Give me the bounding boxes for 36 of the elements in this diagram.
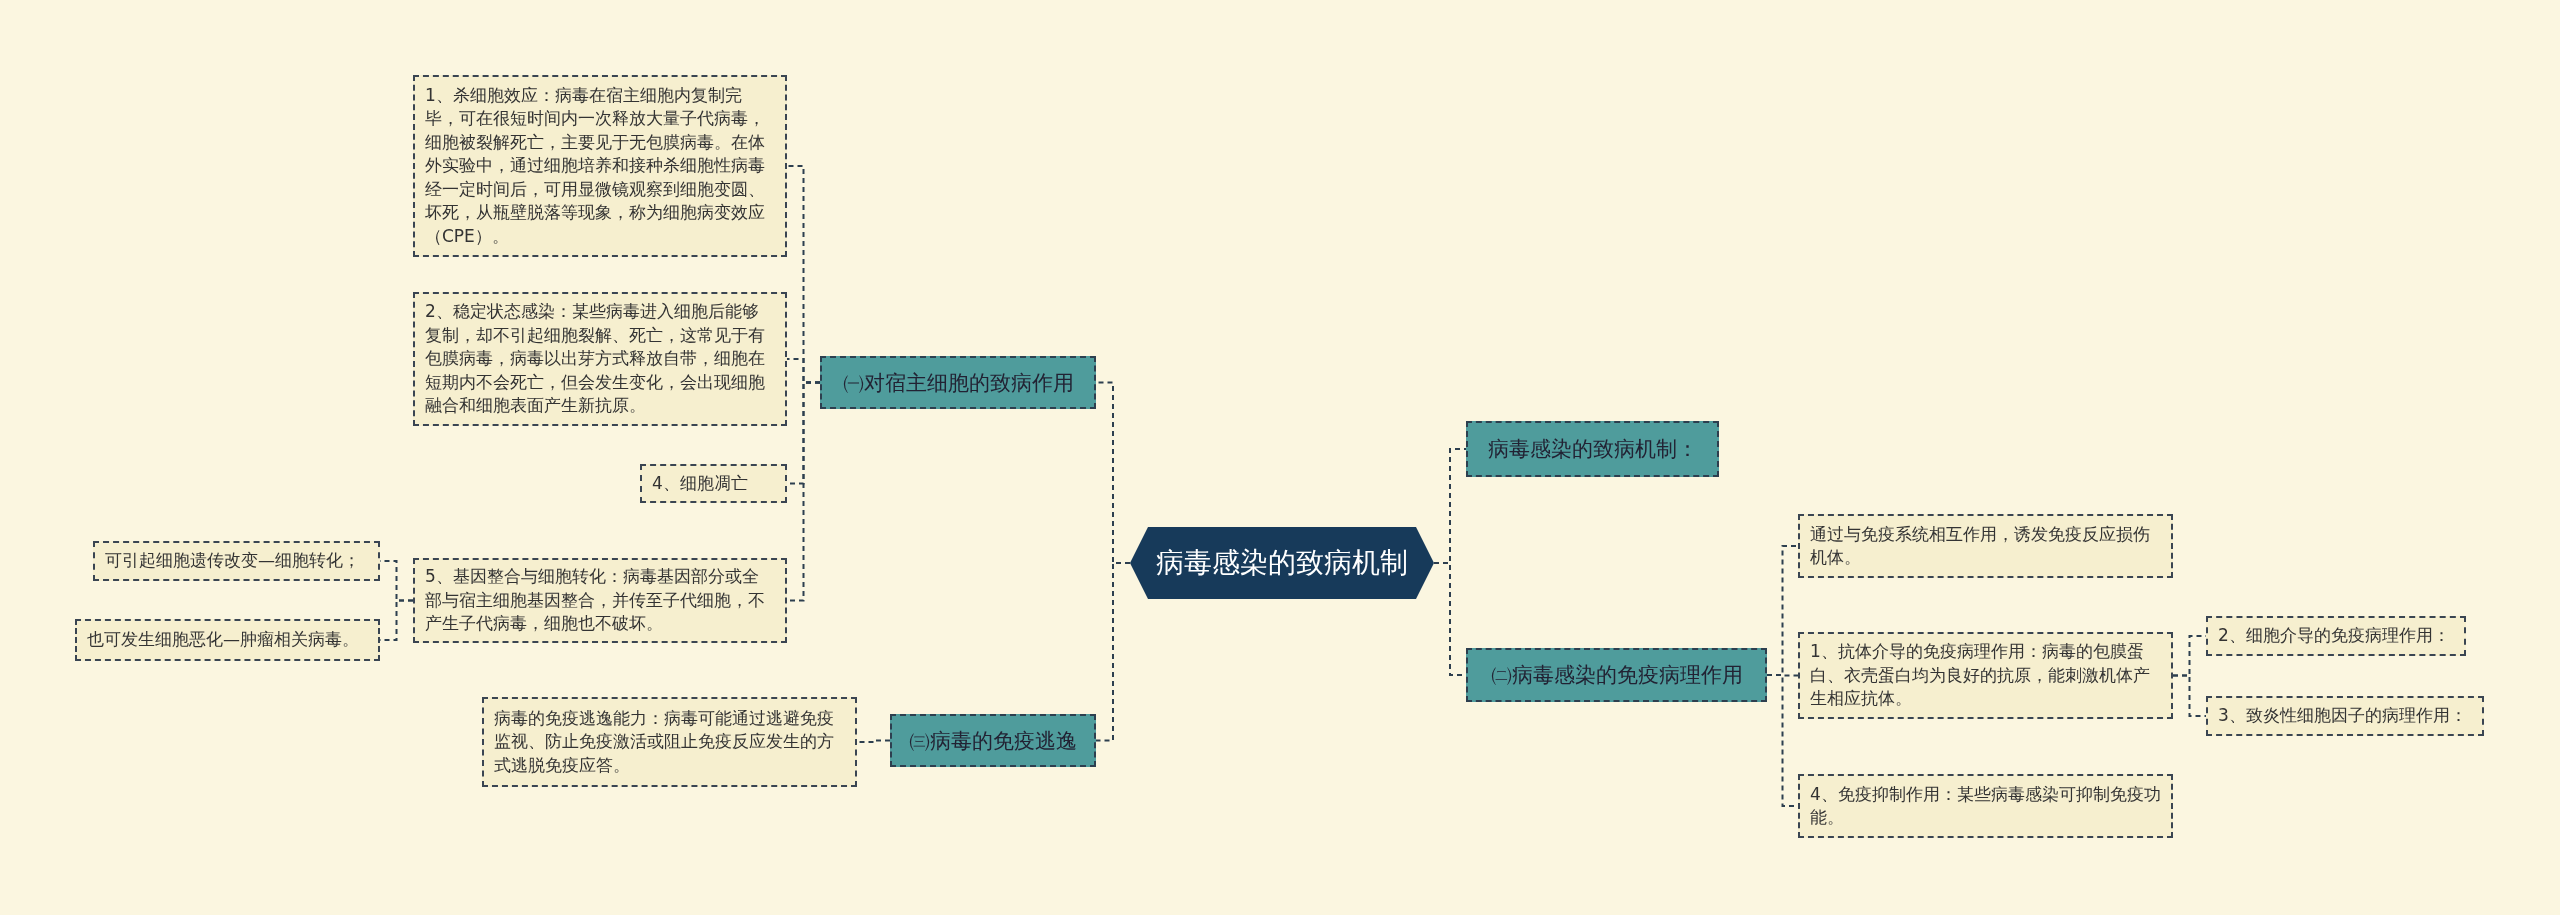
note-box [640, 464, 787, 503]
topic-text: 4、细胞凋亡 [652, 471, 748, 495]
topic-text: 也可发生细胞恶化—肿瘤相关病毒。 [87, 628, 359, 652]
note-box [2206, 696, 2484, 736]
topic-text: ㈢病毒的免疫逃逸 [909, 727, 1077, 755]
central-topic [1130, 527, 1434, 599]
note-box [1798, 632, 2173, 719]
topic-text: ㈡病毒感染的免疫病理作用 [1490, 662, 1743, 689]
topic-text: 病毒感染的致病机制 [1156, 545, 1408, 581]
connector-line [2172, 674, 2207, 717]
topic-box [890, 714, 1096, 767]
topic-box [820, 356, 1096, 409]
topic-text: 病毒的免疫逃逸能力：病毒可能通过逃避免疫监视、防止免疫激活或阻止免疫反应发生的方式逃脱免疫应答。 [494, 706, 835, 777]
note-box [75, 619, 380, 661]
note-box [413, 75, 787, 257]
note-box [1798, 514, 2173, 578]
topic-text: 2、稳定状态感染：某些病毒进入细胞后能够复制，却不引起细胞裂解、死亡，这常见于有包膜病毒，病毒以出芽方式释放自带，细胞在短期内不会死亡，但会发生变化，会出现细胞融合和细胞表面产生新抗原。 [425, 300, 766, 418]
note-box [413, 292, 787, 426]
connector-line [1095, 562, 1131, 742]
topic-text: 病毒感染的致病机制： [1487, 436, 1698, 463]
topic-box [1466, 421, 1719, 477]
topic-text: ㈠对宿主细胞的致病作用 [842, 369, 1074, 397]
topic-text: 可引起细胞遗传改变—细胞转化； [105, 549, 360, 573]
topic-text: 2、细胞介导的免疫病理作用： [2218, 624, 2450, 648]
topic-text: 4、免疫抑制作用：某些病毒感染可抑制免疫功能。 [1810, 782, 2161, 829]
topic-text: 5、基因整合与细胞转化：病毒基因部分或全部与宿主细胞基因整合，并传至子代细胞，不产生子代病毒，细胞也不破坏。 [425, 565, 766, 636]
topic-text: 通过与免疫系统相互作用，诱发免疫反应损伤机体。 [1810, 522, 2151, 569]
topic-text: 1、抗体介导的免疫病理作用：病毒的包膜蛋白、衣壳蛋白均为良好的抗原，能刺激机体产生相应抗体。 [1810, 640, 2151, 711]
topic-box [1466, 648, 1767, 702]
note-box [2206, 616, 2466, 656]
topic-text: 3、致炎性细胞因子的病理作用： [2218, 704, 2467, 728]
topic-text: 1、杀细胞效应：病毒在宿主细胞内复制完毕，可在很短时间内一次释放大量子代病毒，细胞被裂解死亡，主要见于无包膜病毒。在体外实验中，通过细胞培养和接种杀细胞性病毒经一定时间后，可用显微镜观察到细胞变圆、坏死，从瓶壁脱落等现象，称为细胞病变效应（CPE）。 [425, 83, 766, 248]
note-box [482, 697, 857, 787]
note-box [413, 558, 787, 643]
note-box [1798, 774, 2173, 838]
note-box [93, 541, 380, 581]
